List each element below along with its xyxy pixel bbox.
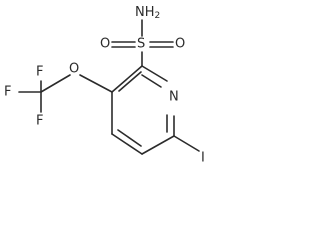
bond-c4-c5-inner — [117, 129, 142, 147]
bond-c6-i — [173, 135, 200, 152]
amine-label: NH2 — [135, 5, 160, 22]
molecule-structure: NH2 S O O N I O F F F — [4, 5, 205, 166]
bond-c5-c6 — [141, 135, 175, 155]
bond-n1-c2-inner — [141, 74, 162, 88]
bond-c3-o — [79, 74, 113, 93]
fluorine-bottom-label: F — [36, 114, 43, 129]
ether-oxygen-label: O — [69, 62, 79, 77]
bond-o-cf3 — [40, 74, 71, 93]
ring-nitrogen-label: N — [169, 90, 179, 105]
fluorine-left-label: F — [4, 85, 11, 100]
sulfonyl-oxygen-right-label: O — [175, 37, 185, 52]
fluorine-top-label: F — [36, 65, 43, 80]
sulfur-label: S — [137, 37, 145, 52]
bond-c4-c5 — [111, 133, 143, 155]
iodine-label: I — [201, 151, 205, 166]
bond-n1-c2 — [141, 65, 168, 82]
sulfonyl-oxygen-left-label: O — [100, 37, 110, 52]
bond-c3-c2-inner — [118, 71, 142, 92]
bond-c2-c3 — [111, 65, 143, 93]
